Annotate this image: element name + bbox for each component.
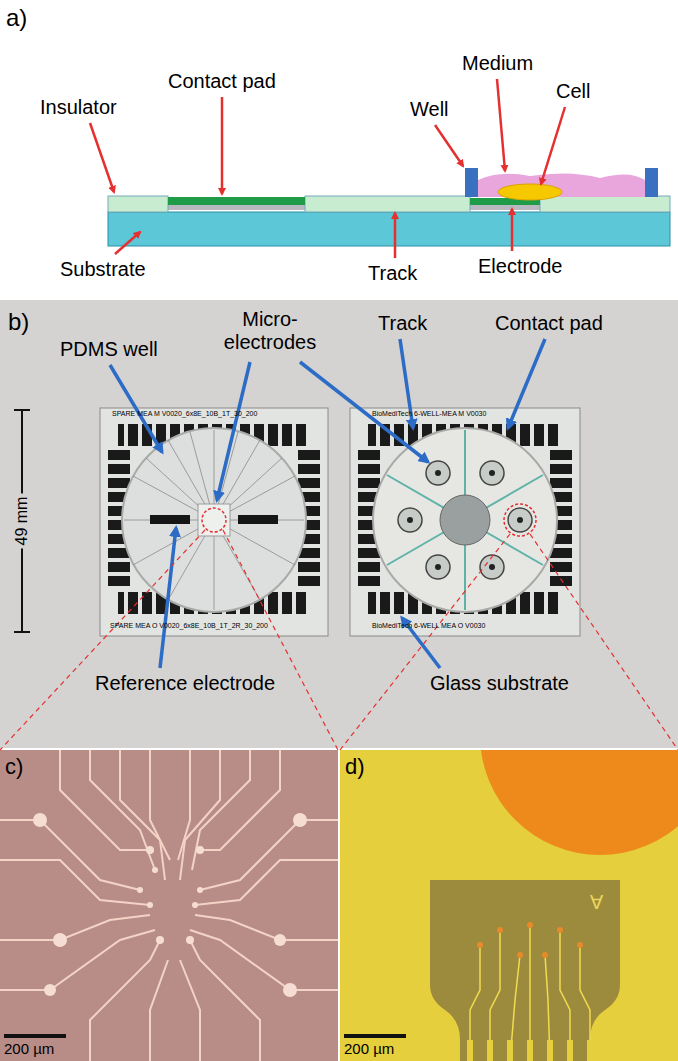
part-label: Electrode bbox=[478, 255, 563, 278]
part-label: Contact pad bbox=[168, 70, 276, 93]
micrograph-d bbox=[340, 750, 678, 1061]
part-label: Medium bbox=[462, 52, 533, 75]
insulator-layer bbox=[540, 196, 670, 212]
leader-arrows bbox=[110, 339, 545, 668]
scale-bar bbox=[4, 1034, 66, 1038]
cross-section bbox=[108, 168, 670, 246]
part-label: Reference electrode bbox=[95, 672, 275, 695]
part-label: Micro- electrodes bbox=[215, 308, 325, 354]
chip-print: BioMediTech 6-WELL-MEA M V0030 bbox=[372, 410, 486, 418]
well-wall bbox=[645, 168, 658, 197]
panel-letter: b) bbox=[8, 308, 29, 336]
micrograph-c bbox=[0, 750, 338, 1061]
part-label: Substrate bbox=[60, 258, 146, 281]
part-label: Insulator bbox=[40, 96, 117, 119]
substrate-layer bbox=[108, 212, 670, 246]
scale-label: 200 µm bbox=[4, 1040, 54, 1057]
mask-letter: A bbox=[590, 890, 603, 913]
photo-ground bbox=[0, 300, 678, 748]
panel-letter: a) bbox=[6, 4, 27, 32]
panel-letter: d) bbox=[345, 754, 365, 779]
chip-print: BioMediTech 6-WELL MEA O V0030 bbox=[372, 622, 485, 630]
panel-letter: c) bbox=[5, 754, 23, 779]
right-chip bbox=[350, 408, 580, 636]
part-label: Track bbox=[368, 262, 417, 285]
scale-label: 200 µm bbox=[344, 1040, 394, 1057]
insulator-layer bbox=[108, 196, 168, 212]
dimension-label: 49 mm bbox=[13, 494, 31, 549]
part-label: Cell bbox=[556, 80, 590, 103]
part-label: Well bbox=[410, 98, 449, 121]
part-label: PDMS well bbox=[60, 338, 158, 361]
part-label: Contact pad bbox=[495, 312, 603, 335]
left-chip bbox=[100, 408, 328, 636]
leader-arrows bbox=[90, 79, 565, 258]
part-label: Track bbox=[378, 312, 427, 335]
part-label: Glass substrate bbox=[430, 672, 569, 695]
zoom-lines bbox=[0, 530, 678, 750]
chip-print: SPARE MEA O V0020_6x8E_10B_1T_2R_30_200 bbox=[110, 622, 268, 630]
scale-bar bbox=[14, 409, 30, 411]
contact-pad-layer bbox=[168, 197, 305, 205]
scale-bar bbox=[344, 1034, 406, 1038]
well-wall bbox=[465, 168, 478, 197]
chip-print: SPARE MEA M V0020_6x8E_10B_1T_30_200 bbox=[112, 410, 257, 418]
insulator-layer bbox=[305, 196, 470, 212]
cell-shape bbox=[498, 184, 562, 200]
scale-bar bbox=[14, 631, 30, 633]
